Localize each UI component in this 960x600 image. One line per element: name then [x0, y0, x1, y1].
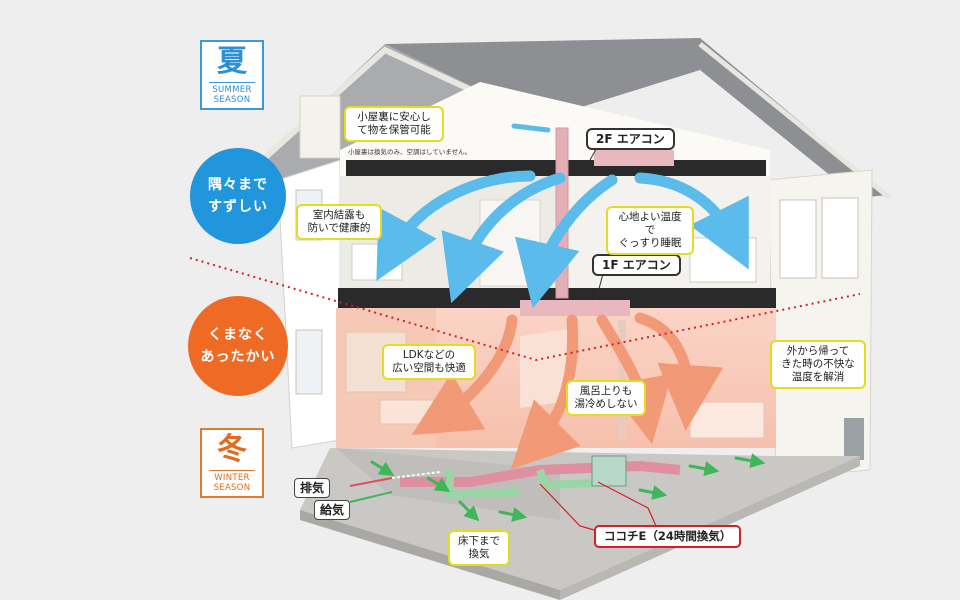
winter-label-line1: WINTER — [214, 473, 250, 483]
cool-everywhere-bubble: 隅々まで すずしい — [190, 148, 286, 244]
kokochi-leaders — [539, 481, 657, 531]
summer-kanji: 夏 — [217, 44, 247, 79]
kokochi-e-tag: ココチE（24時間換気） — [594, 525, 742, 548]
summer-label-line2: SEASON — [213, 95, 251, 105]
warm-bubble-line2: あったかい — [200, 349, 276, 365]
exterior-wall-right — [767, 169, 873, 479]
exhaust-tag: 排気 — [294, 478, 331, 498]
summer-label-line1: SUMMER — [212, 85, 252, 95]
warm-bubble-line1: くまなく — [208, 327, 268, 343]
summer-rule — [209, 82, 255, 83]
ac-1f-tag: 1F エアコン — [592, 254, 681, 276]
outside-line3: 温度を解消 — [791, 371, 845, 383]
attic-storage-line2: て物を保管可能 — [357, 124, 431, 136]
ac-2f-tag: 2F エアコン — [586, 128, 675, 150]
intake-exhaust-arrows — [349, 471, 441, 503]
underfloor-arrows — [370, 453, 766, 522]
winter-kanji: 冬 — [217, 432, 247, 467]
warm-everywhere-bubble: くまなく あったかい — [188, 296, 288, 396]
condensation-line2: 防いで健康的 — [307, 222, 371, 234]
cool-bubble-line1: 隅々まで — [208, 177, 268, 193]
ldk-line1: LDKなどの — [402, 349, 456, 361]
ldk-callout: LDKなどの 広い空間も快適 — [382, 344, 476, 380]
sleep-line1: 心地よい温度で — [618, 211, 682, 236]
ldk-line2: 広い空間も快適 — [392, 362, 466, 374]
underfloor-line1: 床下まで — [458, 535, 500, 547]
attic-note: 小屋裏は換気のみ、空調はしていません。 — [348, 148, 472, 156]
attic-storage-line1: 小屋裏に安心し — [357, 111, 431, 123]
winter-season-badge: 冬 WINTER SEASON — [200, 428, 264, 498]
season-divider — [189, 257, 861, 362]
sleep-callout: 心地よい温度で ぐっすり睡眠 — [606, 206, 694, 255]
supply-tag: 給気 — [314, 500, 351, 520]
cool-bubble-line2: すずしい — [208, 199, 268, 215]
winter-label-line2: SEASON — [213, 483, 251, 493]
outside-return-callout: 外から帰って きた時の不快な 温度を解消 — [770, 340, 866, 389]
condensation-line1: 室内結露も — [312, 209, 366, 221]
outside-line1: 外から帰って — [786, 345, 850, 357]
sleep-line2: ぐっすり睡眠 — [618, 237, 682, 249]
bath-callout: 風呂上りも 湯冷めしない — [566, 380, 646, 416]
attic-storage-callout: 小屋裏に安心し て物を保管可能 — [344, 106, 444, 142]
winter-rule — [209, 470, 255, 471]
underfloor-callout: 床下まで 換気 — [448, 530, 510, 566]
outside-line2: きた時の不快な — [781, 358, 855, 370]
warm-air-arrows — [411, 312, 724, 470]
underfloor-line2: 換気 — [468, 548, 490, 560]
bath-line1: 風呂上りも — [579, 385, 633, 397]
cool-air-arrows — [376, 123, 749, 309]
summer-season-badge: 夏 SUMMER SEASON — [200, 40, 264, 110]
bath-line2: 湯冷めしない — [574, 398, 638, 410]
condensation-callout: 室内結露も 防いで健康的 — [296, 204, 382, 240]
